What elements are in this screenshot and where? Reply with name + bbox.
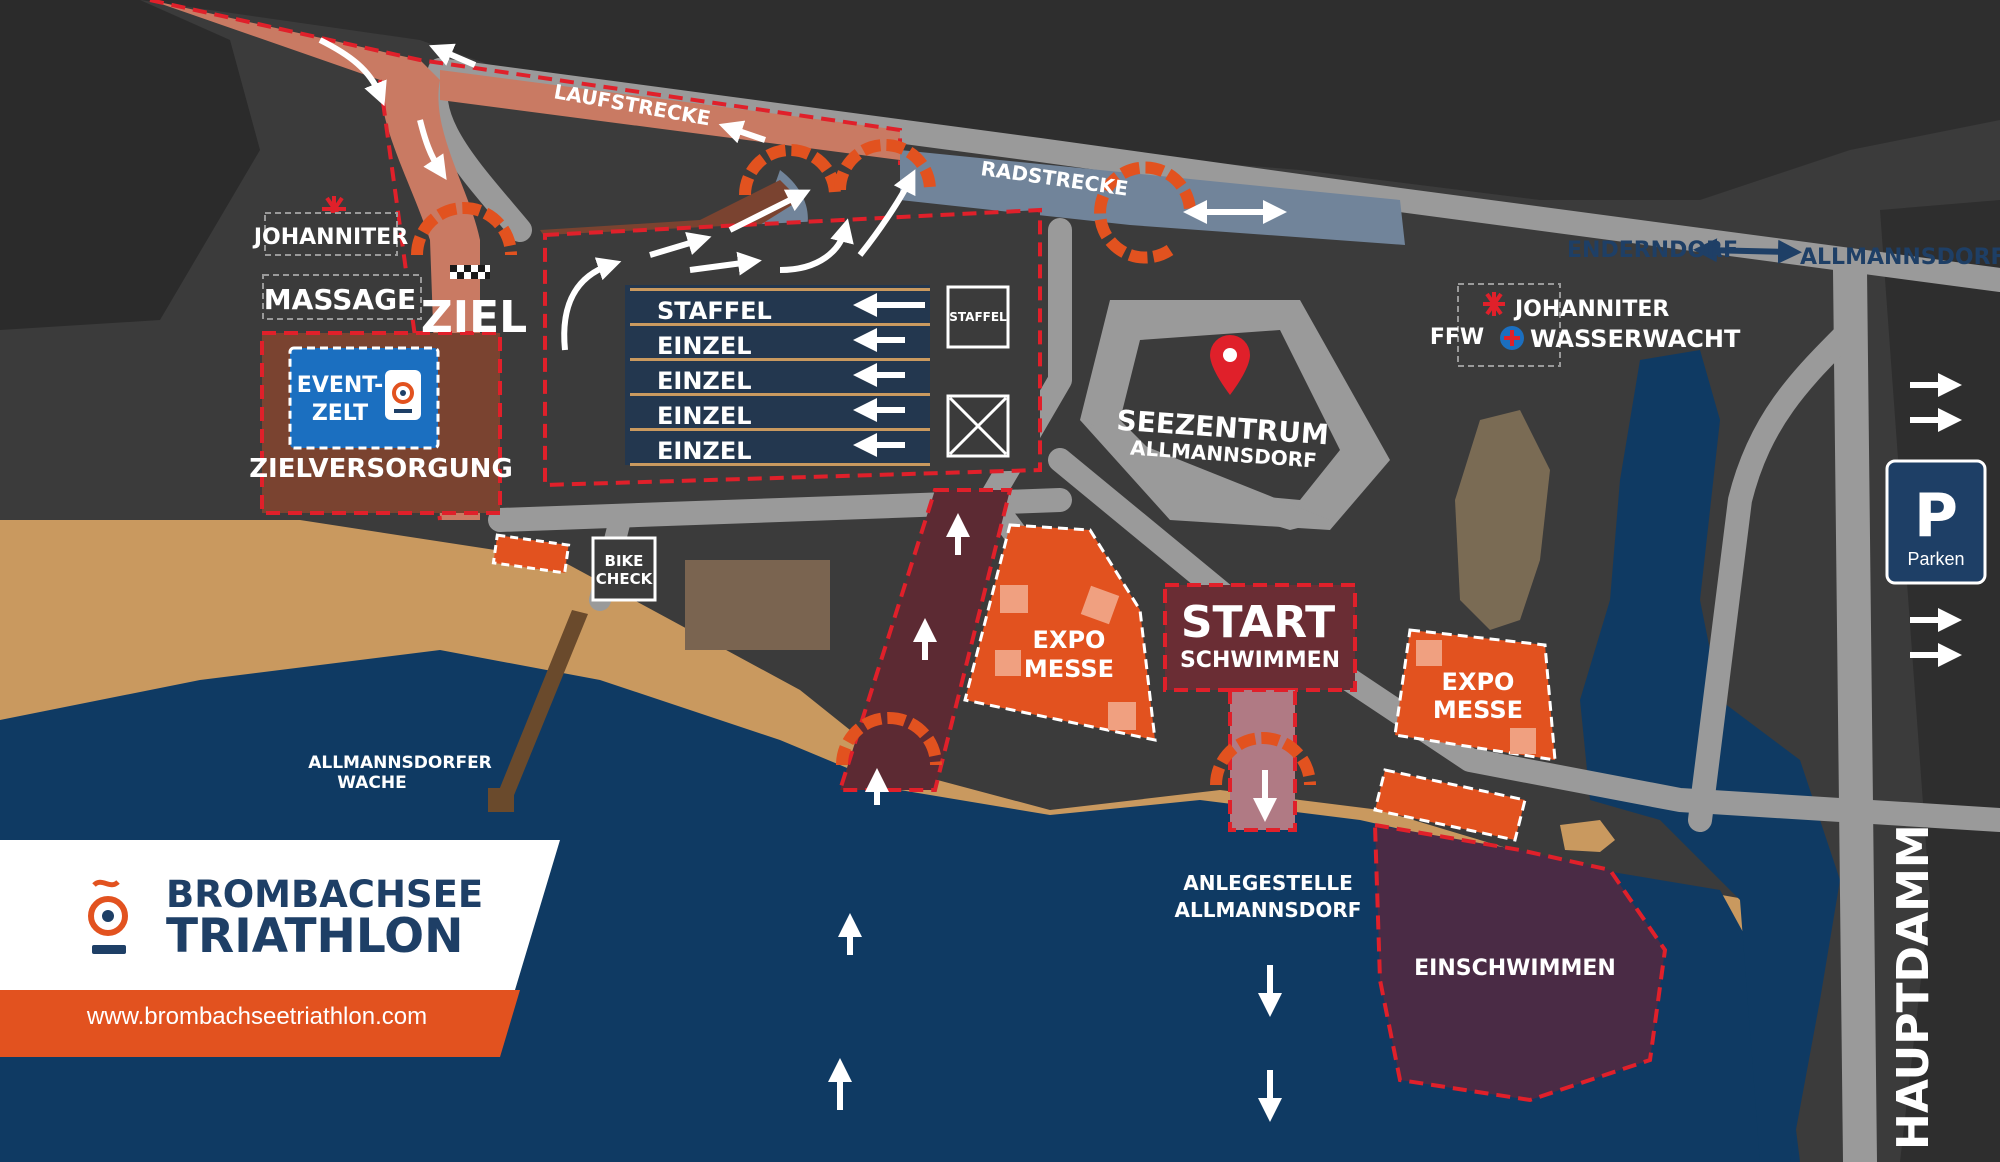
parking-label: Parken (1907, 549, 1964, 569)
expo-label: EXPO (1033, 626, 1106, 654)
vendor-small (491, 533, 571, 575)
expo-area-1 (963, 523, 1157, 742)
bike-check-label: CHECK (596, 570, 654, 588)
brand-name-line2: TRIATHLON (166, 909, 463, 964)
seezentrum-building (1080, 420, 1330, 530)
pier-label: ANLEGESTELLE (1183, 871, 1353, 895)
finish-label: ZIEL (421, 292, 527, 343)
start-zone (1163, 583, 1357, 832)
expo-label: MESSE (1433, 696, 1523, 724)
wache-label: ALLMANNSDORFER (308, 753, 492, 773)
warmup-area (1372, 822, 1668, 1103)
transition-row-label: EINZEL (657, 332, 752, 360)
johanniter-cross-icon (1483, 292, 1505, 316)
parking-symbol: P (1914, 481, 1958, 551)
transition-row-label: EINZEL (657, 402, 752, 430)
wasserwacht-label: WASSERWACHT (1530, 325, 1741, 353)
transition-row-label: STAFFEL (657, 297, 772, 325)
johanniter-box (264, 212, 398, 256)
start-label: START (1181, 597, 1335, 648)
event-tent-label: ZELT (312, 401, 368, 426)
seezentrum-inner (1120, 330, 1340, 500)
sandbank (1560, 820, 1615, 852)
triathlon-logo-icon (385, 370, 421, 420)
finish-catering-label: ZIELVERSORGUNG (249, 454, 513, 484)
bike-check-box (591, 536, 657, 602)
forest-west (0, 0, 260, 330)
transition-rows (630, 288, 930, 466)
triathlon-logo-icon (88, 879, 128, 954)
massage-box (262, 274, 422, 320)
johanniter-icon (322, 196, 346, 222)
road-label: HAUPTDAMM (1888, 824, 1939, 1150)
checkered-flag-icon (450, 265, 490, 279)
two-way-arrow-icon (1693, 238, 1802, 264)
brand-website-link[interactable]: www.brombachseetriathlon.com (86, 1003, 427, 1030)
johanniter-label: JOHANNITER (252, 225, 408, 250)
warmup-label: EINSCHWIMMEN (1414, 956, 1616, 981)
map-pin-icon (1210, 335, 1250, 395)
pier (495, 610, 588, 805)
direction-from: ENDERNDORF (1567, 238, 1738, 263)
ffw-label: FFW (1430, 325, 1484, 350)
services-box (1457, 283, 1561, 367)
massage-label: MASSAGE (264, 283, 416, 316)
expo-label: EXPO (1442, 668, 1515, 696)
vendor-strip (1373, 768, 1527, 842)
expo-label: MESSE (1024, 655, 1114, 683)
pier-sublabel: ALLMANNSDORF (1175, 898, 1362, 922)
parking-lot (685, 560, 830, 650)
direction-to: ALLMANNSDORF (1800, 245, 2000, 270)
forest-north (0, 0, 2000, 200)
start-sublabel: SCHWIMMEN (1180, 648, 1340, 673)
relay-box (946, 285, 1010, 349)
brand-panel (0, 840, 560, 990)
relay-box-label: STAFFEL (949, 310, 1007, 324)
transition-row-label: EINZEL (657, 437, 752, 465)
event-tent-label: EVENT- (297, 373, 383, 398)
bike-check-label: BIKE (605, 552, 644, 570)
parking-icon (1885, 459, 1987, 585)
johanniter-label: JOHANNITER (1513, 297, 1669, 322)
bike-rack-box (946, 394, 1010, 458)
transition-row-label: EINZEL (657, 367, 752, 395)
wache-sublabel: WACHE (337, 773, 406, 793)
reed-area (1455, 410, 1550, 630)
transition-zone (543, 207, 1042, 488)
brand-name-line1: BROMBACHSEE (166, 873, 483, 916)
forest-east (1880, 200, 2000, 1162)
expo-area-2 (1393, 628, 1557, 762)
pier-end (488, 788, 514, 812)
wasserwacht-icon (1500, 326, 1524, 350)
course-arches (411, 139, 1316, 786)
brand-url-bar (0, 990, 520, 1057)
